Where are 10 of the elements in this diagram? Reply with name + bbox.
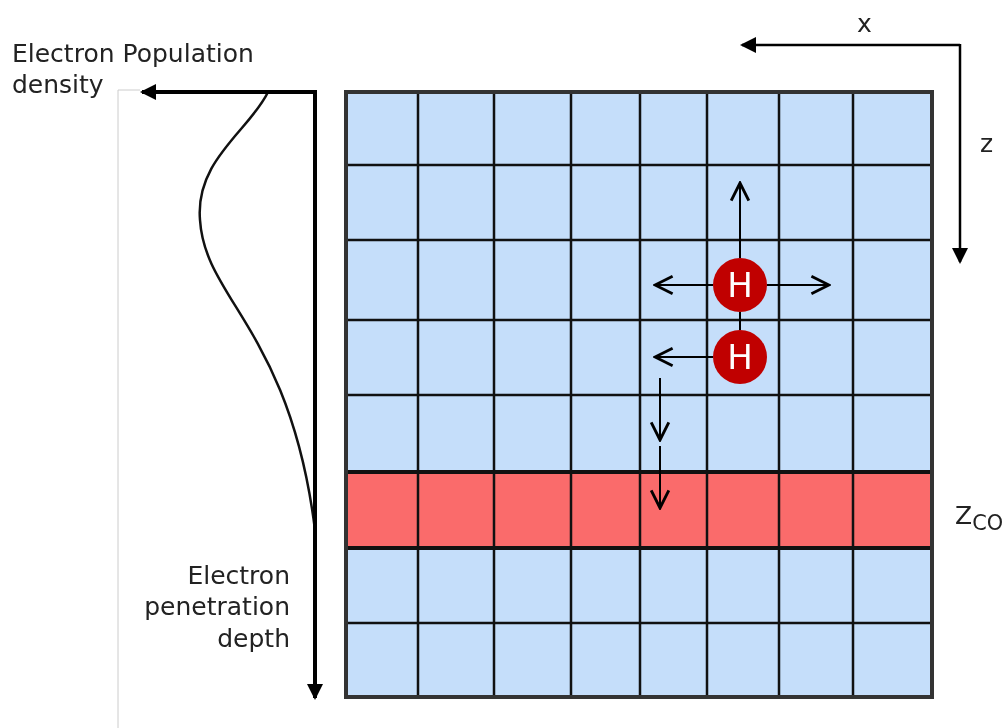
axis-title: Electron penetration depth xyxy=(143,560,290,654)
arrow xyxy=(653,346,714,368)
axis-label: z xyxy=(980,128,994,160)
axis-title: Electron Population density xyxy=(12,38,255,101)
arrow xyxy=(729,181,751,259)
connector-line xyxy=(739,311,741,331)
axis-label: Z$_{CO}$ xyxy=(955,500,1004,537)
arrow xyxy=(653,274,714,296)
axis-label: x xyxy=(857,8,872,40)
arrow xyxy=(766,274,831,296)
